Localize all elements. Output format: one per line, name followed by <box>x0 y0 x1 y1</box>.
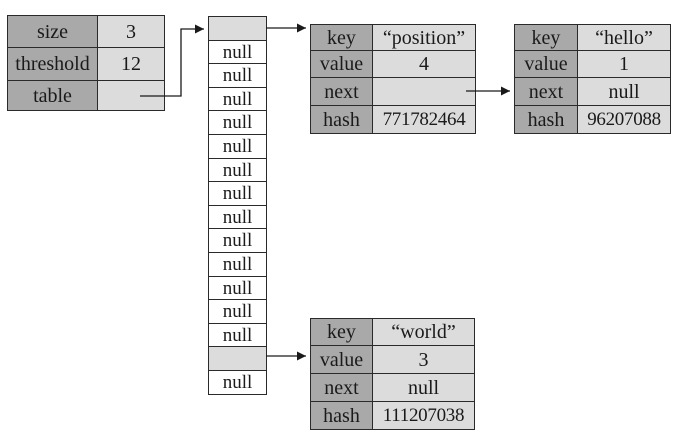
entry-world-value-label: value <box>310 345 373 374</box>
entry-hello-next: null <box>577 77 671 106</box>
bucket-slot-10: null <box>208 252 267 277</box>
entry-world-next-label: next <box>310 373 373 402</box>
bucket-slot-13: null <box>208 323 267 348</box>
bucket-slot-11: null <box>208 276 267 301</box>
entry-hello-key: “hello” <box>577 24 671 51</box>
entry-world-hash-label: hash <box>310 401 373 430</box>
bucket-slot-15: null <box>208 370 267 395</box>
entry-position-key: “position” <box>372 24 476 51</box>
bucket-slot-5: null <box>208 134 267 159</box>
table-label: table <box>7 80 98 111</box>
arrow-table-to-buckets <box>140 24 204 97</box>
entry-world-hash: 111207038 <box>372 401 475 430</box>
bucket-slot-4: null <box>208 110 267 135</box>
entry-position-value: 4 <box>372 50 476 78</box>
entry-position-hash-label: hash <box>310 105 373 134</box>
entry-position-value-label: value <box>310 50 373 78</box>
entry-world-key-label: key <box>310 318 373 346</box>
bucket-slot-2: null <box>208 63 267 88</box>
threshold-value: 12 <box>97 47 165 81</box>
entry-position-next-label: next <box>310 77 373 106</box>
bucket-slot-12: null <box>208 299 267 324</box>
entry-hello-hash: 96207088 <box>577 105 671 134</box>
entry-hello-hash-label: hash <box>514 105 578 134</box>
bucket-slot-3: null <box>208 87 267 112</box>
bucket-slot-9: null <box>208 228 267 253</box>
size-label: size <box>7 15 98 48</box>
entry-position-hash: 771782464 <box>372 105 476 134</box>
threshold-label: threshold <box>7 47 98 81</box>
